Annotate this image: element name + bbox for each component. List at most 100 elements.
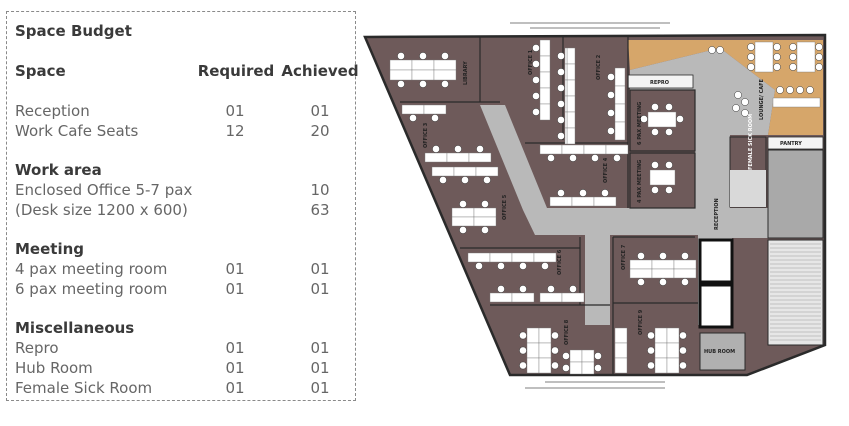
label-meeting-6: 6 PAX MEETING bbox=[637, 102, 643, 145]
desk bbox=[489, 252, 513, 263]
chair bbox=[607, 127, 615, 135]
label-office-9: OFFICE 9 bbox=[638, 309, 644, 335]
chair bbox=[747, 43, 755, 51]
desk bbox=[561, 144, 585, 155]
chair bbox=[481, 226, 489, 234]
desk bbox=[467, 252, 491, 263]
chair bbox=[773, 53, 781, 61]
desk bbox=[549, 196, 573, 207]
chair bbox=[459, 226, 467, 234]
desk bbox=[526, 342, 540, 359]
desk bbox=[539, 103, 551, 121]
header-required: Required bbox=[197, 62, 275, 80]
space-name: (Desk size 1200 x 600) bbox=[15, 201, 188, 219]
desk bbox=[614, 85, 626, 105]
desk bbox=[526, 357, 540, 374]
desk bbox=[538, 357, 552, 374]
space-name: 4 pax meeting room bbox=[15, 260, 168, 278]
chair bbox=[681, 278, 689, 286]
chair bbox=[806, 86, 814, 94]
chair bbox=[651, 186, 659, 194]
chair bbox=[519, 361, 527, 370]
label-office-1: OFFICE 1 bbox=[528, 49, 534, 75]
group-heading-row: Meeting bbox=[15, 239, 355, 259]
desk bbox=[433, 69, 457, 81]
label-pantry: PANTRY bbox=[780, 141, 802, 147]
hub-room bbox=[699, 332, 746, 371]
chair bbox=[497, 262, 505, 270]
chair bbox=[741, 98, 749, 106]
desk bbox=[673, 268, 697, 279]
chair bbox=[601, 189, 609, 197]
desk bbox=[593, 196, 617, 207]
desk bbox=[564, 127, 576, 145]
desk bbox=[561, 292, 585, 303]
chair bbox=[532, 76, 540, 84]
table-row: (Desk size 1200 x 600)63 bbox=[15, 200, 355, 220]
space-name: Reception bbox=[15, 102, 90, 120]
chair bbox=[815, 63, 823, 71]
desk bbox=[401, 104, 425, 115]
space-name: 6 pax meeting room bbox=[15, 280, 168, 298]
label-office-5: OFFICE 5 bbox=[502, 194, 508, 220]
label-office-7: OFFICE 7 bbox=[621, 244, 627, 270]
chair bbox=[481, 200, 489, 208]
chair bbox=[547, 285, 555, 293]
desk bbox=[569, 361, 583, 375]
desk bbox=[489, 292, 513, 303]
chair bbox=[607, 91, 615, 99]
toilets bbox=[767, 149, 824, 239]
chair bbox=[439, 176, 447, 184]
required-value: 01 bbox=[225, 379, 245, 397]
label-meeting-4: 4 PAX MEETING bbox=[637, 160, 643, 203]
chair bbox=[665, 128, 673, 136]
achieved-value: 01 bbox=[310, 359, 330, 377]
desk bbox=[431, 166, 455, 177]
desk bbox=[389, 69, 413, 81]
sick-room-annex bbox=[730, 170, 766, 207]
chair bbox=[569, 285, 577, 293]
chair bbox=[676, 115, 684, 123]
desk bbox=[539, 144, 563, 155]
chair bbox=[557, 68, 565, 76]
required-value: 01 bbox=[225, 359, 245, 377]
required-value: 01 bbox=[225, 260, 245, 278]
chair bbox=[557, 100, 565, 108]
chair bbox=[541, 262, 549, 270]
desk bbox=[581, 349, 595, 363]
label-repro: REPRO bbox=[650, 80, 669, 86]
chair bbox=[397, 80, 405, 88]
window-lines bbox=[510, 22, 670, 389]
chair bbox=[734, 91, 742, 99]
required-value: 12 bbox=[225, 122, 245, 140]
chair bbox=[796, 86, 804, 94]
chair bbox=[475, 262, 483, 270]
achieved-value: 01 bbox=[310, 280, 330, 298]
chair bbox=[483, 176, 491, 184]
desk bbox=[411, 69, 435, 81]
achieved-value: 01 bbox=[310, 379, 330, 397]
pantry bbox=[767, 136, 824, 150]
desk bbox=[538, 342, 552, 359]
desk bbox=[564, 111, 576, 129]
chair bbox=[773, 43, 781, 51]
label-office-3: OFFICE 3 bbox=[423, 122, 429, 148]
stairs bbox=[767, 239, 824, 346]
lounge-cafe-floor bbox=[628, 40, 823, 135]
desk bbox=[539, 71, 551, 89]
chair bbox=[532, 108, 540, 116]
header-space: Space bbox=[15, 62, 66, 80]
desk bbox=[473, 216, 497, 227]
desk bbox=[772, 97, 821, 108]
desk bbox=[539, 292, 563, 303]
chair bbox=[409, 114, 417, 122]
chair bbox=[497, 285, 505, 293]
desk bbox=[446, 152, 470, 163]
desk bbox=[411, 59, 435, 71]
desk bbox=[666, 357, 680, 374]
desk bbox=[614, 357, 628, 374]
chair bbox=[651, 161, 659, 169]
